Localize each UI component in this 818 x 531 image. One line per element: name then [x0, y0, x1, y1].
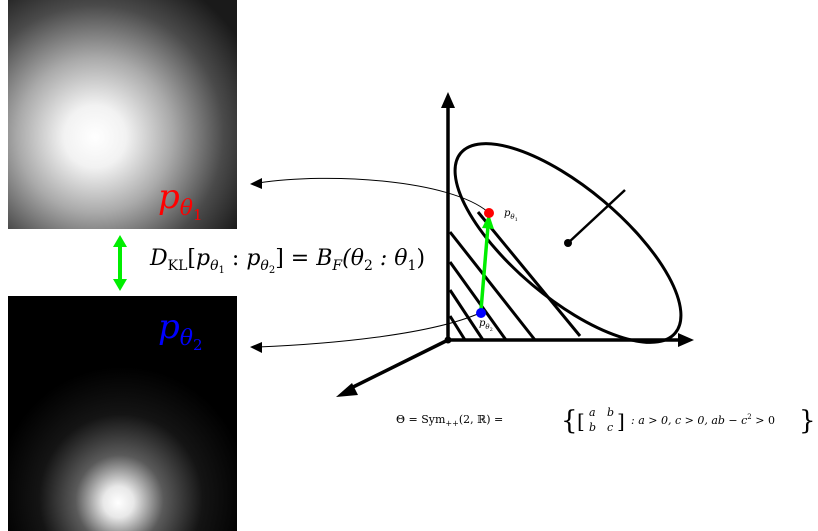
density-bottom-label-p: p — [158, 307, 180, 347]
origin-dot — [444, 336, 452, 344]
divergence-arrow-head-up — [113, 235, 127, 247]
kl-theta2: θ — [260, 258, 269, 274]
param-bracket-close: ] — [617, 409, 625, 433]
parameter-space-formula: Θ = Sym++(2, ℝ) = { [ a b b c ] : a > 0,… — [396, 406, 816, 436]
density-image-top: pθ1 — [8, 0, 237, 229]
bregman-two: 2 — [364, 258, 373, 274]
param-condition-sq: 2 — [747, 413, 751, 421]
cone-hatch-3 — [448, 289, 485, 341]
param-args: (2, ℝ) = — [459, 413, 503, 426]
kl-one: 1 — [219, 265, 225, 276]
density-image-bottom: pθ2 — [8, 296, 237, 531]
point-theta1-p: p — [504, 208, 511, 219]
param-theta: Θ = — [396, 413, 421, 426]
kl-D: D — [149, 246, 168, 271]
divergence-arrow-head-down — [113, 279, 127, 291]
point-theta1-theta: θ — [510, 213, 515, 221]
geodesic — [479, 214, 494, 311]
kl-theta1: θ — [210, 258, 219, 274]
param-brace-close: } — [799, 406, 816, 436]
point-theta2-theta: θ — [485, 323, 490, 331]
param-matrix-a: a — [589, 406, 596, 419]
param-sym: Sym — [421, 413, 446, 426]
point-theta1-index: 1 — [515, 217, 518, 223]
cone-hatch-4 — [448, 315, 467, 341]
bregman-colon: : θ — [373, 246, 408, 271]
point-theta2 — [476, 308, 486, 318]
mapping-arrow-p1 — [257, 177, 489, 213]
kl-divergence-formula: DKL[pθ1 : pθ2] = BF(θ2 : θ1) — [149, 246, 425, 276]
kl-two: 2 — [269, 265, 275, 276]
cone-ellipse — [453, 142, 683, 344]
bregman-F: F — [331, 258, 343, 274]
axis-depth-head — [336, 383, 358, 397]
param-matrix-c: c — [607, 421, 613, 434]
mapping-arrows — [250, 177, 489, 353]
density-bottom-fill — [8, 296, 237, 531]
mapping-arrow-p1-head — [250, 178, 262, 189]
density-top-fill — [8, 0, 237, 229]
density-bottom-label-theta: θ — [180, 326, 193, 351]
param-lhs: Θ = Sym++(2, ℝ) = — [396, 413, 503, 428]
axes — [336, 92, 694, 397]
divergence-arrow — [113, 235, 127, 291]
kl-close-bracket: ] — [275, 246, 284, 271]
cone-center-dot — [564, 239, 572, 247]
point-theta1-label: pθ1 — [504, 208, 518, 223]
axis-vertical-head — [441, 92, 455, 108]
param-brace-open: { — [561, 406, 578, 436]
mapping-arrow-p2-head — [250, 342, 262, 353]
density-bottom-label: pθ2 — [158, 307, 203, 354]
bregman-close: ) — [416, 246, 425, 271]
param-condition-end: > 0 — [752, 414, 775, 427]
density-top-label-p: p — [158, 177, 180, 217]
cone-hatch-1 — [448, 231, 537, 341]
density-bottom-label-index: 2 — [193, 336, 203, 354]
density-top-label: pθ1 — [158, 177, 203, 224]
bregman-B: B — [315, 246, 332, 271]
param-bracket-open: [ — [577, 409, 585, 433]
kl-open-bracket: [ — [187, 246, 196, 271]
cone-hatch-5 — [476, 211, 582, 337]
kl-p1: p — [196, 246, 210, 271]
param-matrix-b1: b — [607, 406, 614, 419]
kl-subscript: KL — [168, 258, 188, 274]
kl-equals: = — [284, 246, 316, 271]
point-theta2-p: p — [479, 318, 486, 329]
geodesic-line — [479, 225, 490, 311]
bregman-args: (θ — [342, 246, 364, 271]
cone-axis-ray — [567, 189, 626, 244]
mapping-arrow-p2 — [257, 312, 481, 348]
param-matrix-b2: b — [589, 421, 596, 434]
density-top-label-theta: θ — [180, 196, 193, 221]
param-condition: : a > 0, c > 0, ab − c2 > 0 — [631, 413, 775, 427]
point-theta2-label: pθ2 — [479, 318, 493, 333]
geodesic-head — [482, 214, 494, 229]
axis-horizontal-head — [678, 333, 694, 347]
cone — [448, 142, 683, 344]
point-theta1 — [484, 208, 494, 218]
kl-colon: : — [225, 246, 246, 271]
cone-hatch-2 — [448, 261, 508, 341]
density-top-label-index: 1 — [193, 206, 203, 224]
point-theta2-index: 2 — [490, 327, 493, 333]
param-sym-sub: ++ — [445, 419, 458, 428]
bregman-one: 1 — [408, 258, 417, 274]
param-condition-text: : a > 0, c > 0, ab − c — [631, 414, 747, 427]
kl-p2: p — [246, 246, 260, 271]
axis-depth — [346, 338, 449, 392]
